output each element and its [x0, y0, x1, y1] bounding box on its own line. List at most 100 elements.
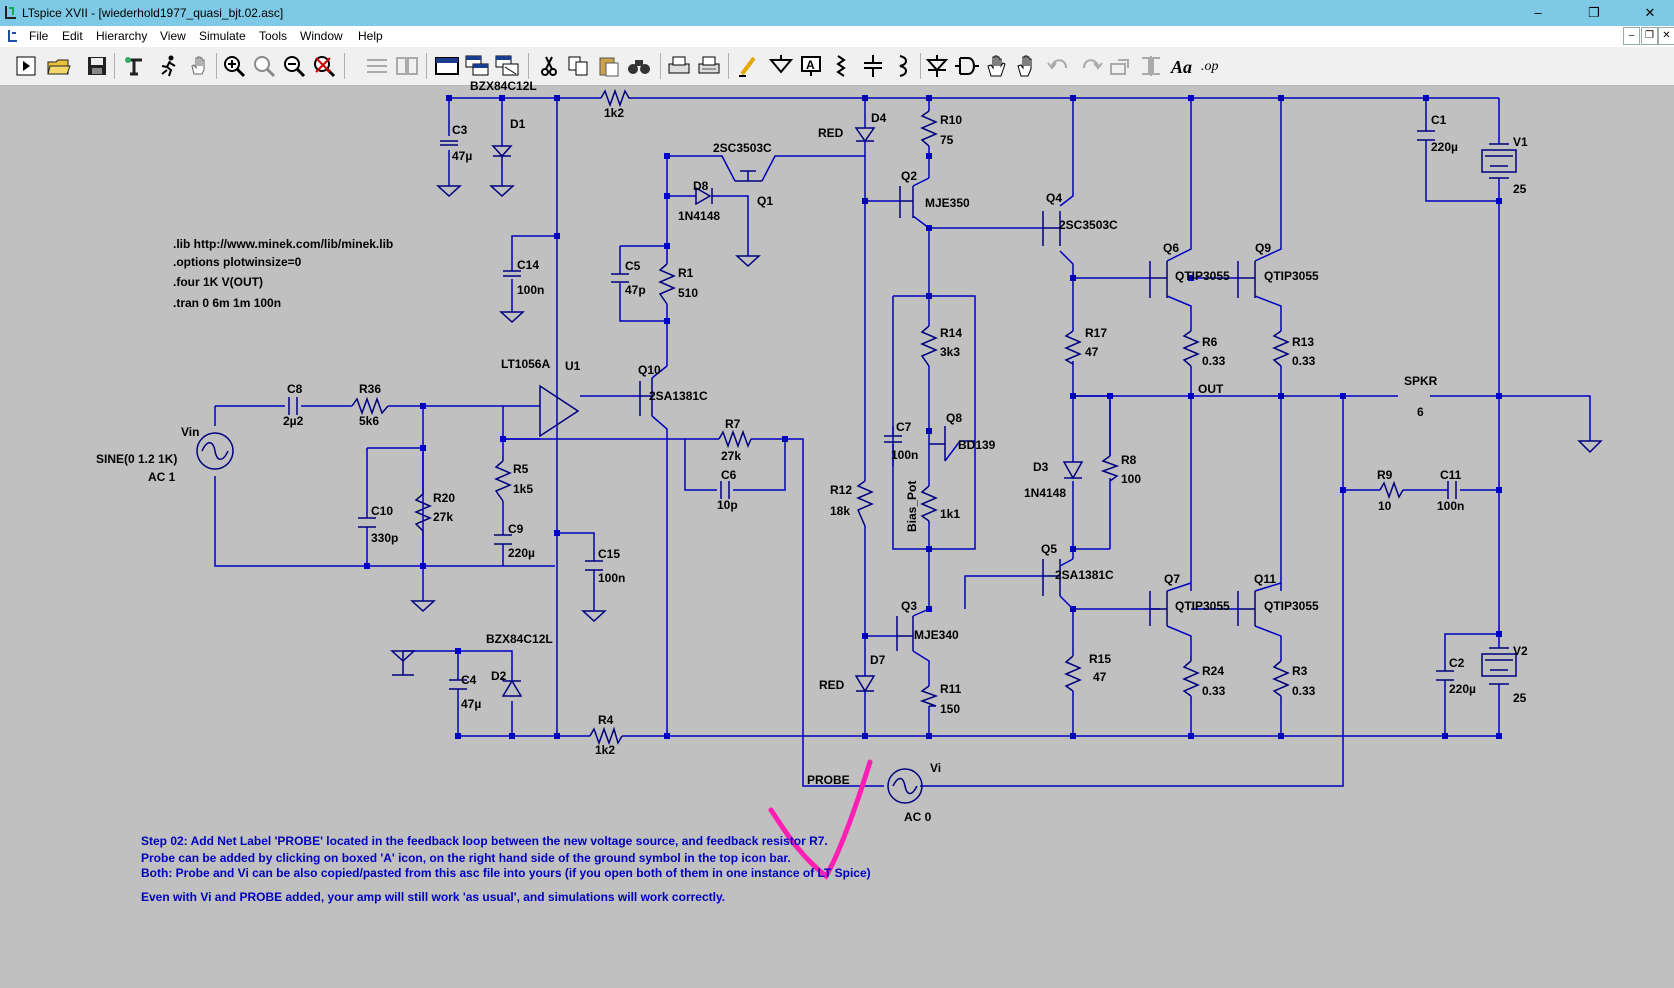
comment-step-02[interactable]: Step 02: Add Net Label 'PROBE' located i…	[141, 834, 828, 848]
label-r17: R17	[1085, 326, 1108, 340]
rotate-icon[interactable]	[1108, 54, 1134, 78]
label-c10-value: 330p	[371, 531, 399, 545]
menu-hierarchy[interactable]: Hierarchy	[96, 29, 148, 43]
zoom-area-icon[interactable]	[252, 54, 278, 78]
schematic-canvas[interactable]: BZX84C12L 1k2 D4 RED R10 75 C1 220µ V1 2…	[0, 79, 1674, 988]
cut-icon[interactable]	[536, 54, 562, 78]
spice-directive-tran[interactable]: .tran 0 6m 1m 100n	[173, 296, 282, 310]
label-r9: R9	[1377, 468, 1393, 482]
label-q6-value: QTIP3055	[1175, 269, 1230, 283]
spice-directive-options[interactable]: .options plotwinsize=0	[173, 255, 302, 269]
menu-help[interactable]: Help	[358, 29, 383, 43]
menu-tools[interactable]: Tools	[259, 29, 288, 43]
mdi-restore-button[interactable]: ❐	[1641, 27, 1658, 45]
net-label-probe[interactable]: PROBE	[807, 773, 850, 787]
print-setup-icon[interactable]	[696, 54, 722, 78]
ground-icon[interactable]	[768, 54, 794, 78]
mirror-icon[interactable]	[1138, 54, 1164, 78]
component-icon[interactable]	[954, 54, 980, 78]
restore-button[interactable]: ❐	[1588, 5, 1600, 20]
ltspice-app-icon	[5, 6, 16, 19]
label-c7: C7	[896, 420, 912, 434]
close-window-button[interactable]: ✕	[1644, 5, 1656, 20]
tile-h-icon[interactable]	[364, 54, 390, 78]
label-q11: Q11	[1254, 572, 1277, 586]
copy-icon[interactable]	[566, 54, 592, 78]
zoom-out-icon[interactable]	[282, 54, 308, 78]
close-all-icon[interactable]	[464, 54, 490, 78]
menu-edit[interactable]: Edit	[62, 29, 83, 43]
minimize-button[interactable]: –	[1534, 5, 1542, 20]
toolbar-separator	[344, 53, 345, 79]
label-vi-ac: AC 0	[904, 810, 932, 824]
label-c14: C14	[517, 258, 540, 272]
tile-windows-icon[interactable]	[494, 54, 520, 78]
menu-file[interactable]: File	[29, 29, 49, 43]
inductor-icon[interactable]	[890, 54, 916, 78]
label-c5: C5	[625, 259, 641, 273]
label-r14: R14	[940, 326, 963, 340]
draw-wire-icon[interactable]	[736, 54, 762, 78]
control-panel-icon[interactable]	[122, 54, 148, 78]
run-icon[interactable]	[14, 54, 40, 78]
save-icon[interactable]	[84, 54, 110, 78]
annotation-check-mark	[768, 759, 873, 880]
pan-icon[interactable]	[186, 54, 212, 78]
spice-directive-icon[interactable]: .op	[1200, 54, 1226, 78]
label-r10-value: 75	[940, 133, 954, 147]
label-r13-value: 0.33	[1292, 354, 1316, 368]
wires[interactable]	[214, 97, 1591, 787]
schematic-drawing[interactable]	[0, 86, 1674, 988]
label-c3-value: 47µ	[452, 149, 473, 163]
label-q11-value: QTIP3055	[1264, 599, 1319, 613]
drag-icon[interactable]	[1014, 54, 1040, 78]
label-r8-value: 100	[1121, 472, 1142, 486]
label-spkr: SPKR	[1404, 374, 1438, 388]
net-label-out[interactable]: OUT	[1198, 382, 1224, 396]
mdi-minimize-button[interactable]: –	[1623, 27, 1640, 45]
label-q3: Q3	[901, 599, 918, 613]
redo-icon[interactable]	[1078, 54, 1104, 78]
diode-icon[interactable]	[924, 54, 950, 78]
label-c4: C4	[461, 673, 477, 687]
resistor-icon[interactable]	[830, 54, 856, 78]
find-icon[interactable]	[626, 54, 652, 78]
ltspice-menu-icon[interactable]	[6, 29, 20, 43]
tile-v-icon[interactable]	[394, 54, 420, 78]
print-icon[interactable]	[666, 54, 692, 78]
label-q8-value: BD139	[958, 438, 996, 452]
zoom-fit-icon[interactable]	[312, 54, 338, 78]
spice-directive-four[interactable]: .four 1K V(OUT)	[173, 275, 263, 289]
mdi-close-button[interactable]: ✕	[1658, 27, 1674, 45]
toolbar-separator	[728, 53, 729, 79]
undo-icon[interactable]	[1046, 54, 1072, 78]
menu-view[interactable]: View	[160, 29, 186, 43]
paste-icon[interactable]	[596, 54, 622, 78]
cascade-icon[interactable]	[434, 54, 460, 78]
run-sim-icon[interactable]	[156, 54, 182, 78]
svg-text:.op: .op	[1201, 59, 1219, 74]
label-d8-value: 1N4148	[678, 209, 721, 223]
comment-probe-howto[interactable]: Probe can be added by clicking on boxed …	[141, 851, 791, 865]
label-v1-value: 25	[1513, 182, 1527, 196]
open-icon[interactable]	[46, 54, 72, 78]
text-icon[interactable]: Aa	[1170, 54, 1196, 78]
menu-window[interactable]: Window	[300, 29, 343, 43]
label-r20: R20	[433, 491, 456, 505]
label-d2: D2	[491, 669, 507, 683]
components[interactable]	[196, 88, 1603, 804]
capacitor-icon[interactable]	[860, 54, 886, 78]
label-net-icon[interactable]: A	[798, 54, 824, 78]
menu-simulate[interactable]: Simulate	[199, 29, 246, 43]
spice-directive-lib[interactable]: .lib http://www.minek.com/lib/minek.lib	[173, 237, 394, 251]
label-q8: Q8	[946, 411, 963, 425]
comment-works-as-usual[interactable]: Even with Vi and PROBE added, your amp w…	[141, 890, 726, 904]
comment-copy-paste[interactable]: Both: Probe and Vi can be also copied/pa…	[141, 866, 871, 880]
window-title: LTspice XVII - [wiederhold1977_quasi_bjt…	[22, 6, 284, 20]
label-d3-value: 1N4148	[1024, 486, 1067, 500]
label-r11-value: 150	[940, 702, 961, 716]
label-r12-value: 18k	[830, 504, 851, 518]
label-lt1056a: LT1056A	[501, 357, 551, 371]
zoom-in-icon[interactable]	[222, 54, 248, 78]
move-icon[interactable]	[984, 54, 1010, 78]
